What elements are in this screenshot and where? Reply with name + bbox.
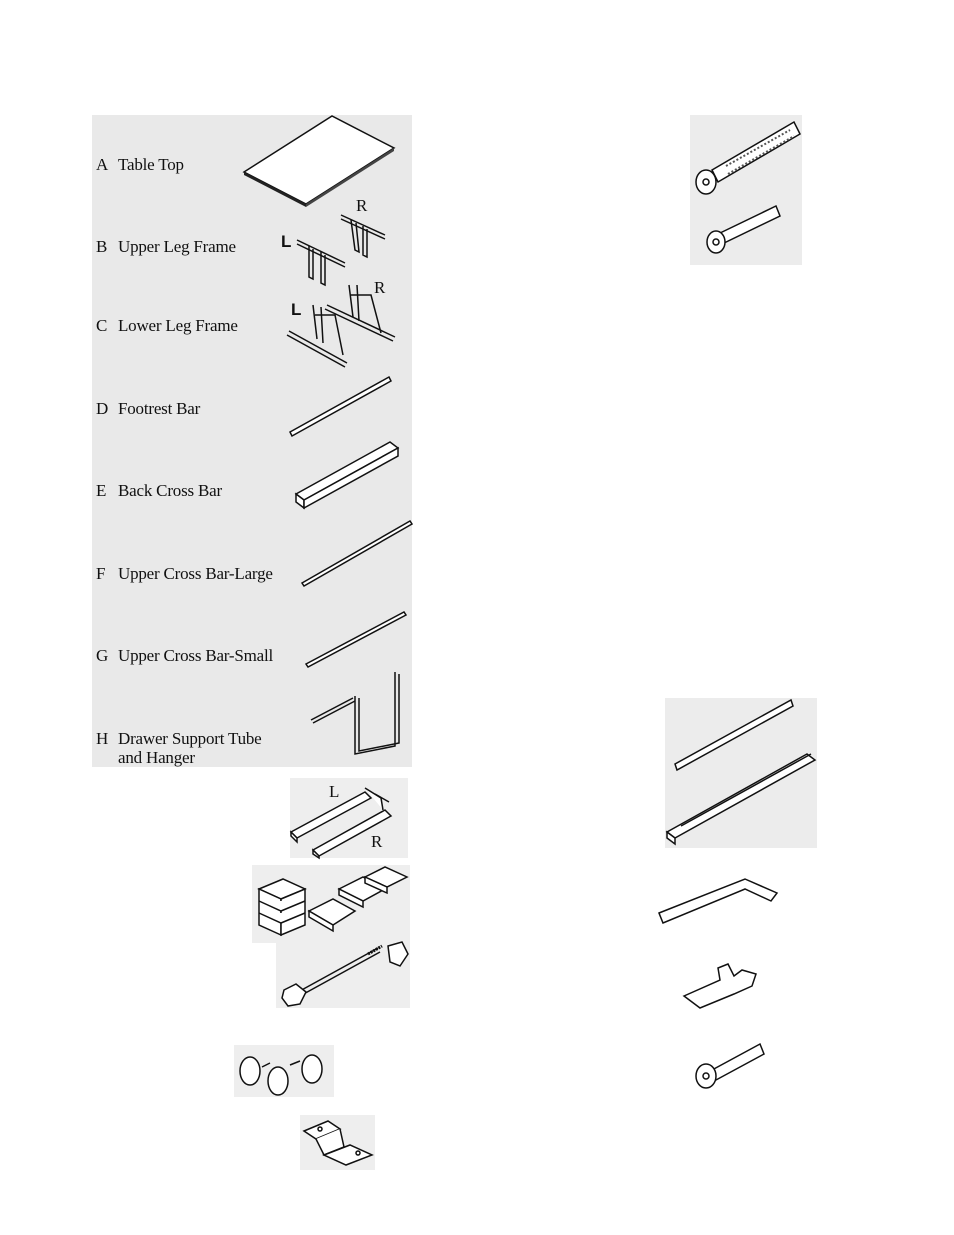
right-marker-c: R (374, 278, 385, 298)
knob-rod-drawing (278, 940, 413, 1010)
footrest-bar-drawing (285, 372, 395, 442)
allen-key-drawing (655, 875, 785, 933)
drawer-support-tube-drawing (305, 668, 410, 760)
bolts-drawing (690, 118, 802, 268)
drawer-slides-drawing (285, 780, 405, 858)
upper-cross-bar-large-drawing (298, 517, 416, 589)
left-marker-b: L (281, 232, 291, 252)
right-marker-b: R (356, 196, 367, 216)
drawers-drawing (255, 865, 410, 943)
rails-drawing (665, 698, 817, 848)
wrench-drawing (680, 960, 765, 1012)
casters-drawing (234, 1045, 336, 1097)
right-marker-slide: R (371, 832, 382, 852)
back-cross-bar-drawing (292, 438, 402, 513)
upper-cross-bar-small-drawing (302, 608, 410, 670)
bracket-drawing (300, 1115, 378, 1173)
table-top-drawing (240, 112, 400, 207)
lower-leg-frame-drawing (285, 275, 405, 370)
short-bolt-drawing (690, 1040, 770, 1100)
left-marker-slide: L (329, 782, 339, 802)
left-marker-c: L (291, 300, 301, 320)
